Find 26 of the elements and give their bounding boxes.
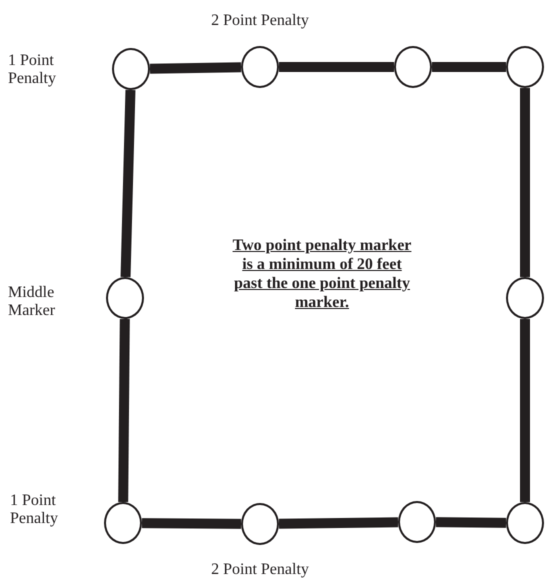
connector-line xyxy=(142,518,242,529)
connector-line xyxy=(278,517,398,529)
connector-line xyxy=(436,517,506,528)
connector-line xyxy=(118,318,130,502)
marker-label: 1 Point Penalty xyxy=(8,52,57,88)
marker-label: 2 Point Penalty xyxy=(210,561,310,579)
marker-circle xyxy=(394,46,432,88)
marker-circle xyxy=(506,502,544,544)
marker-circle xyxy=(104,502,142,544)
marker-circle xyxy=(506,46,544,88)
marker-circle xyxy=(106,277,144,319)
marker-circle xyxy=(241,46,279,88)
marker-label: 2 Point Penalty xyxy=(210,12,310,30)
marker-label: Middle Marker xyxy=(8,284,56,320)
note-text: Two point penalty marker is a minimum of 20 feet past the one point penalty marker. xyxy=(232,236,412,312)
marker-circle xyxy=(241,503,279,545)
marker-label: 1 Point Penalty xyxy=(10,492,59,528)
marker-circle xyxy=(112,48,150,90)
connector-line xyxy=(150,62,242,74)
connector-line xyxy=(520,319,530,502)
marker-circle xyxy=(506,277,544,319)
connector-line xyxy=(432,62,506,72)
marker-circle xyxy=(398,501,436,543)
connector-line xyxy=(520,88,530,277)
connector-line xyxy=(120,90,136,278)
connector-line xyxy=(279,62,394,72)
